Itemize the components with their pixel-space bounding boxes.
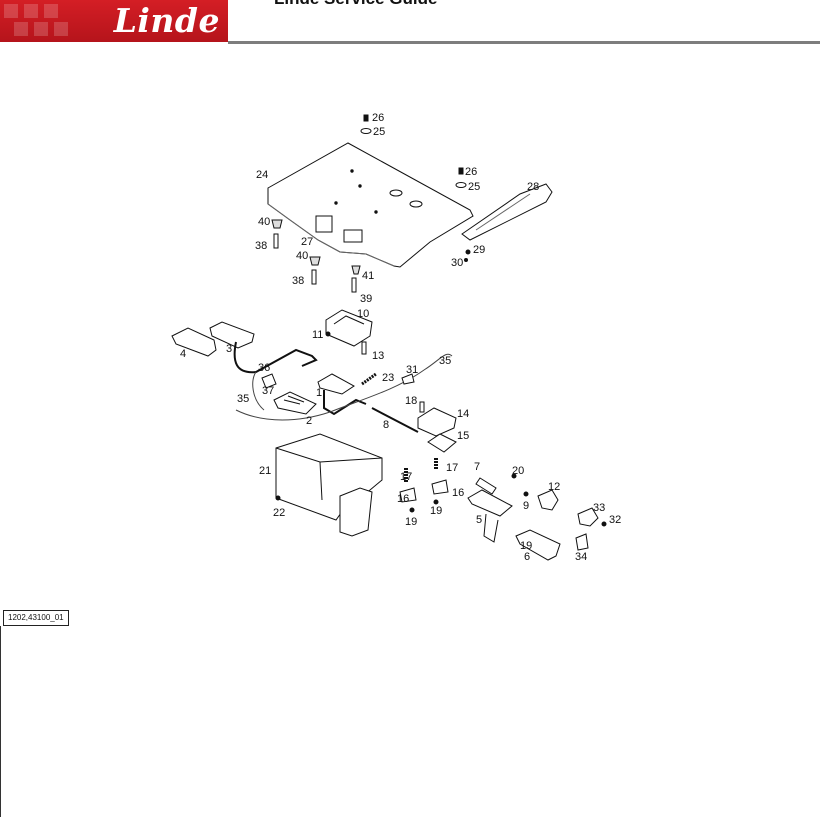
callout-number: 35 [439, 355, 451, 367]
pedal-6 [515, 529, 561, 561]
callout-number: 16 [397, 493, 409, 505]
header-divider [228, 41, 820, 44]
rubber-strip [461, 183, 553, 241]
pedal-1 [317, 373, 355, 395]
callout-number: 41 [362, 270, 374, 282]
frame-border [0, 626, 1, 817]
callout-number: 2 [306, 415, 312, 427]
callout-number: 23 [382, 372, 394, 384]
bracket-14 [417, 407, 457, 437]
callout-number: 15 [457, 430, 469, 442]
callout-number: 10 [357, 308, 369, 320]
callout-number: 38 [255, 240, 267, 252]
pedal-5 [467, 489, 513, 517]
callout-number: 28 [527, 181, 539, 193]
callout-number: 14 [457, 408, 469, 420]
callout-number: 30 [451, 257, 463, 269]
callout-number: 19 [520, 540, 532, 552]
pedal-4 [171, 327, 217, 357]
linde-logo: Linde [0, 0, 228, 42]
pedal-3 [209, 321, 255, 349]
callout-number: 24 [256, 169, 268, 181]
callout-number: 13 [372, 350, 384, 362]
callout-number: 18 [405, 395, 417, 407]
floor-plate [267, 142, 474, 268]
brake-cable [235, 353, 453, 421]
callout-number: 25 [468, 181, 480, 193]
callout-number: 5 [476, 514, 482, 526]
callout-number: 11 [312, 329, 323, 341]
callout-number: 29 [473, 244, 485, 256]
callout-number: 17 [400, 471, 412, 483]
callout-number: 16 [452, 487, 464, 499]
callout-number: 33 [593, 502, 605, 514]
callout-number: 36 [258, 362, 270, 374]
callout-number: 19 [405, 516, 417, 528]
callout-number: 9 [523, 500, 529, 512]
callout-number: 6 [524, 551, 530, 563]
callout-number: 39 [360, 293, 372, 305]
callout-number: 1 [316, 387, 322, 399]
callout-number: 19 [430, 505, 442, 517]
callout-number: 26 [465, 166, 477, 178]
brand-name: Linde [113, 1, 220, 40]
callout-number: 4 [180, 348, 186, 360]
callout-number: 25 [373, 126, 385, 138]
callout-number: 31 [406, 364, 418, 376]
callout-number: 27 [301, 236, 313, 248]
callout-number: 8 [383, 419, 389, 431]
page-title: Linde Service Guide [274, 0, 437, 9]
callout-number: 26 [372, 112, 384, 124]
callout-number: 32 [609, 514, 621, 526]
callout-number: 38 [292, 275, 304, 287]
callout-number: 21 [259, 465, 271, 477]
figure-id-label: 1202,43100_01 [3, 610, 69, 626]
callout-number: 3 [226, 343, 232, 355]
callout-number: 37 [262, 385, 274, 397]
callout-number: 17 [446, 462, 458, 474]
callout-number: 40 [258, 216, 270, 228]
diagram-drawing: 1234567891011121314151616171718191919202… [171, 112, 621, 563]
callout-number: 12 [548, 481, 560, 493]
logo-pattern [0, 0, 100, 42]
page-header: Linde Linde Service Guide [0, 0, 820, 44]
callout-number: 22 [273, 507, 285, 519]
callout-number: 35 [237, 393, 249, 405]
callout-number: 20 [512, 465, 524, 477]
callout-number: 7 [474, 461, 480, 473]
callout-number: 34 [575, 551, 587, 563]
callout-number: 40 [296, 250, 308, 262]
